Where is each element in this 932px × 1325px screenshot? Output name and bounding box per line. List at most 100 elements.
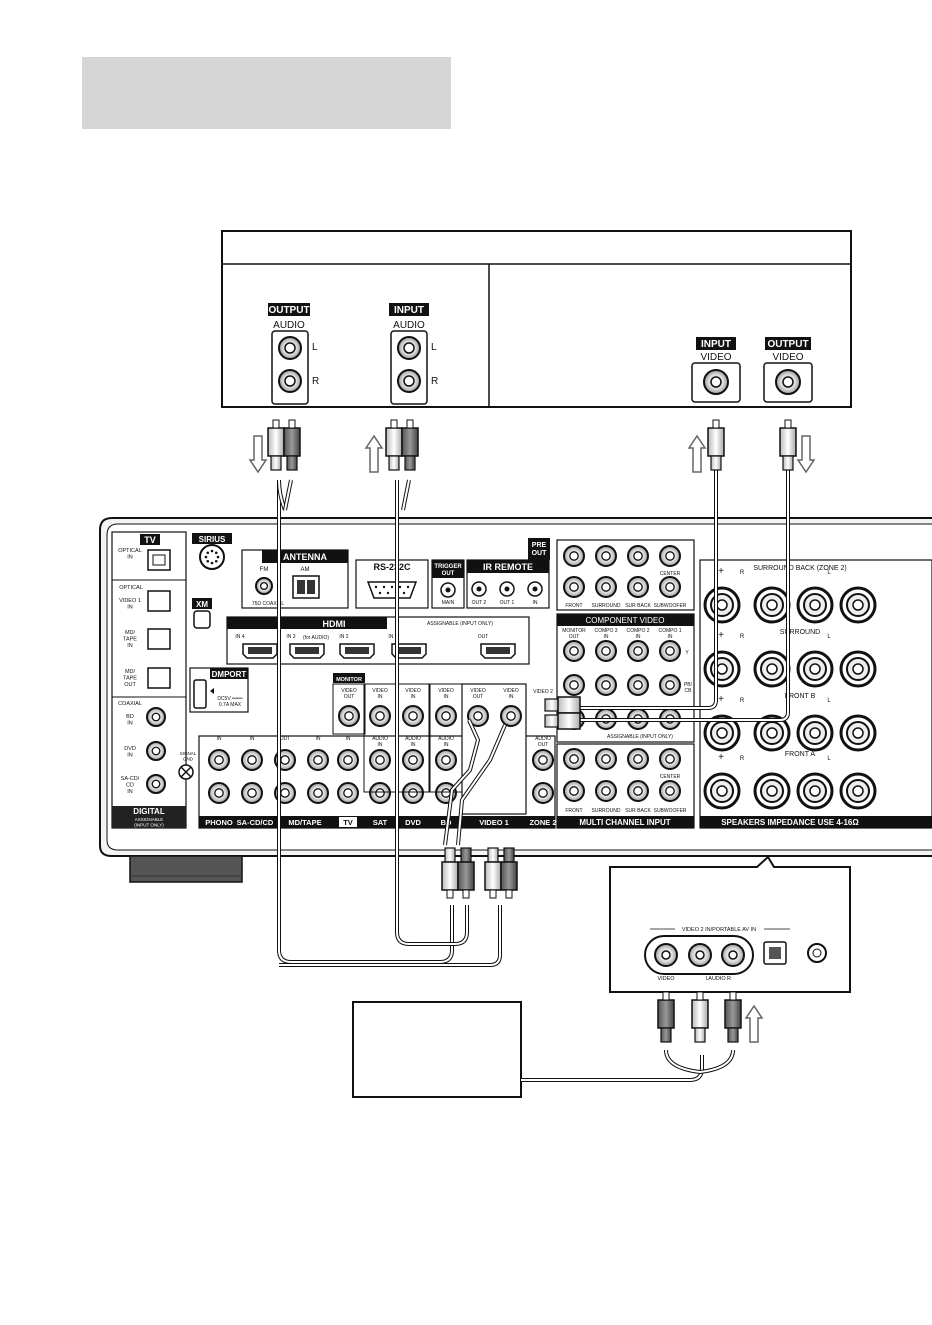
mci-jack-top-center bbox=[665, 754, 675, 764]
speaker-terminal-hole bbox=[809, 727, 821, 739]
plug-video-out-tip bbox=[784, 419, 792, 429]
rs232-pin bbox=[374, 585, 378, 589]
speaker-terminal-hole bbox=[809, 599, 821, 611]
audio-out-cable-fork-r-inner bbox=[284, 479, 292, 511]
plug-video-in bbox=[707, 427, 725, 457]
speakers-label: SPEAKERS IMPEDANCE USE 4-16Ω bbox=[721, 818, 859, 827]
video1-optical-label: VIDEO 1 bbox=[119, 598, 141, 604]
plug-video1-b bbox=[457, 861, 475, 891]
component-assign-label: ASSIGNABLE (INPUT ONLY) bbox=[607, 734, 673, 740]
plug-video1-d-tip bbox=[505, 889, 513, 899]
ir-jack-center bbox=[532, 586, 538, 592]
md-tape-out-label: OUT bbox=[124, 682, 136, 688]
analog-col-label: IN bbox=[346, 736, 351, 742]
fp-video-label: VIDEO bbox=[657, 976, 675, 982]
speaker-footer bbox=[700, 816, 932, 828]
video2-label: VIDEO 2 bbox=[533, 689, 553, 695]
analog-col-label: AUDIO bbox=[405, 736, 421, 742]
digital-sub-label: ASSIGNABLE bbox=[135, 817, 164, 822]
pre-out-label: PRE bbox=[532, 542, 547, 549]
mci-label: MULTI CHANNEL INPUT bbox=[579, 818, 670, 827]
video1-cable-b-inner bbox=[457, 724, 506, 846]
component-pb-label: PB/ bbox=[684, 682, 693, 688]
analog-jack-l-center bbox=[343, 755, 353, 765]
trigger-header bbox=[432, 560, 464, 578]
hdmi-port-label: (for AUDIO) bbox=[303, 635, 329, 641]
md-tape-in-label: TAPE bbox=[123, 637, 137, 643]
sacd-coax-jack-center bbox=[151, 779, 161, 789]
md-tape-in-label: IN bbox=[127, 643, 133, 649]
hdmi-port-label: IN 4 bbox=[235, 634, 244, 640]
hdmi-port-label: OUT bbox=[478, 634, 489, 640]
speaker-terminal-hole bbox=[852, 727, 864, 739]
monitor-video-out-label: VIDEO bbox=[341, 688, 357, 694]
component-jack-pb-center bbox=[665, 680, 675, 690]
speaker-terminal-hole bbox=[766, 663, 778, 675]
pre-out-col-label: SURROUND bbox=[592, 603, 621, 609]
sacd-coax-label: IN bbox=[127, 789, 133, 795]
speaker-terminal-hole bbox=[766, 599, 778, 611]
xm-label: XM bbox=[196, 600, 208, 609]
plug-fp-audio-r bbox=[724, 999, 742, 1029]
plug-video1-b-tip bbox=[462, 889, 470, 899]
component-col-label: IN bbox=[604, 634, 609, 640]
antenna-label: ANTENNA bbox=[283, 552, 327, 562]
video1-in-jack-center bbox=[506, 711, 516, 721]
am-terminal-b bbox=[307, 580, 315, 594]
video-in-label: IN bbox=[444, 694, 449, 700]
plug-fp-audio-l-grip bbox=[694, 1027, 706, 1043]
speaker-r-label: R bbox=[740, 756, 745, 762]
plug-video1-c-grip bbox=[487, 847, 499, 863]
zone2-label: ZONE 2 bbox=[529, 818, 556, 827]
ir-header bbox=[467, 560, 549, 573]
plugs bbox=[267, 419, 797, 1043]
mci-jack-top-center bbox=[569, 754, 579, 764]
gnd-screw-x bbox=[180, 766, 192, 778]
audio-out-cable-inner bbox=[278, 480, 453, 963]
plug-audio-out-r-tip bbox=[288, 419, 296, 429]
plug-audio-out-l bbox=[267, 427, 285, 457]
pre-out-jack-bottom-center bbox=[601, 582, 611, 592]
input-audio-jacks: INPUT AUDIO L R bbox=[389, 303, 438, 405]
sirius-label: SIRIUS bbox=[199, 535, 226, 544]
pre-center-label: CENTER bbox=[660, 571, 681, 577]
ir-jack-label: OUT 2 bbox=[472, 600, 487, 606]
analog-col-label: IN bbox=[378, 742, 383, 748]
rs232-box bbox=[355, 559, 429, 609]
plug-h-video-b bbox=[557, 712, 581, 730]
input-audio-header: INPUT bbox=[394, 305, 424, 316]
pre-out-jack-top-center bbox=[633, 551, 643, 561]
plug-audio-in-l-tip bbox=[390, 419, 398, 429]
dvd-coax-jack-center bbox=[151, 746, 161, 756]
sat-label: SAT bbox=[373, 818, 388, 827]
speaker-terminal-hole bbox=[716, 663, 728, 675]
dvd-coax-label: DVD bbox=[124, 746, 136, 752]
component-pb-label: CB bbox=[685, 688, 693, 694]
component-col-label: COMPO 2 bbox=[626, 628, 649, 634]
component-jack-y-center bbox=[665, 646, 675, 656]
video-in-label: VIDEO bbox=[438, 688, 454, 694]
output-audio-sub: AUDIO bbox=[273, 320, 305, 331]
hdmi-port-inner bbox=[248, 647, 272, 654]
speaker-plus: + bbox=[718, 566, 724, 577]
output-video-header: OUTPUT bbox=[767, 339, 808, 350]
plug-video-in-grip bbox=[710, 455, 722, 471]
speaker-terminal-hole bbox=[852, 785, 864, 797]
speaker-terminal-hole bbox=[766, 785, 778, 797]
bd-coax-label: BD bbox=[126, 714, 134, 720]
optical-label: OPTICAL bbox=[119, 585, 143, 591]
plug-video-in-tip bbox=[712, 419, 720, 429]
component-jack-y-center bbox=[601, 646, 611, 656]
trigger-label: TRIGGER bbox=[434, 564, 462, 570]
analog-jack-r-center bbox=[247, 788, 257, 798]
video-in-cable-inner bbox=[580, 462, 717, 709]
device-panel: OUTPUT AUDIO L R INPUT AUDIO L R INP bbox=[221, 230, 852, 408]
speaker-l-label: L bbox=[827, 756, 831, 762]
pre-out-col-label: SUBWOOFER bbox=[654, 603, 687, 609]
analog-jack-r-center bbox=[313, 788, 323, 798]
analog-col-label: IN bbox=[411, 742, 416, 748]
mci-center-label: CENTER bbox=[660, 774, 681, 780]
optical-port-inner bbox=[152, 554, 166, 566]
ir-jack-center bbox=[504, 586, 510, 592]
